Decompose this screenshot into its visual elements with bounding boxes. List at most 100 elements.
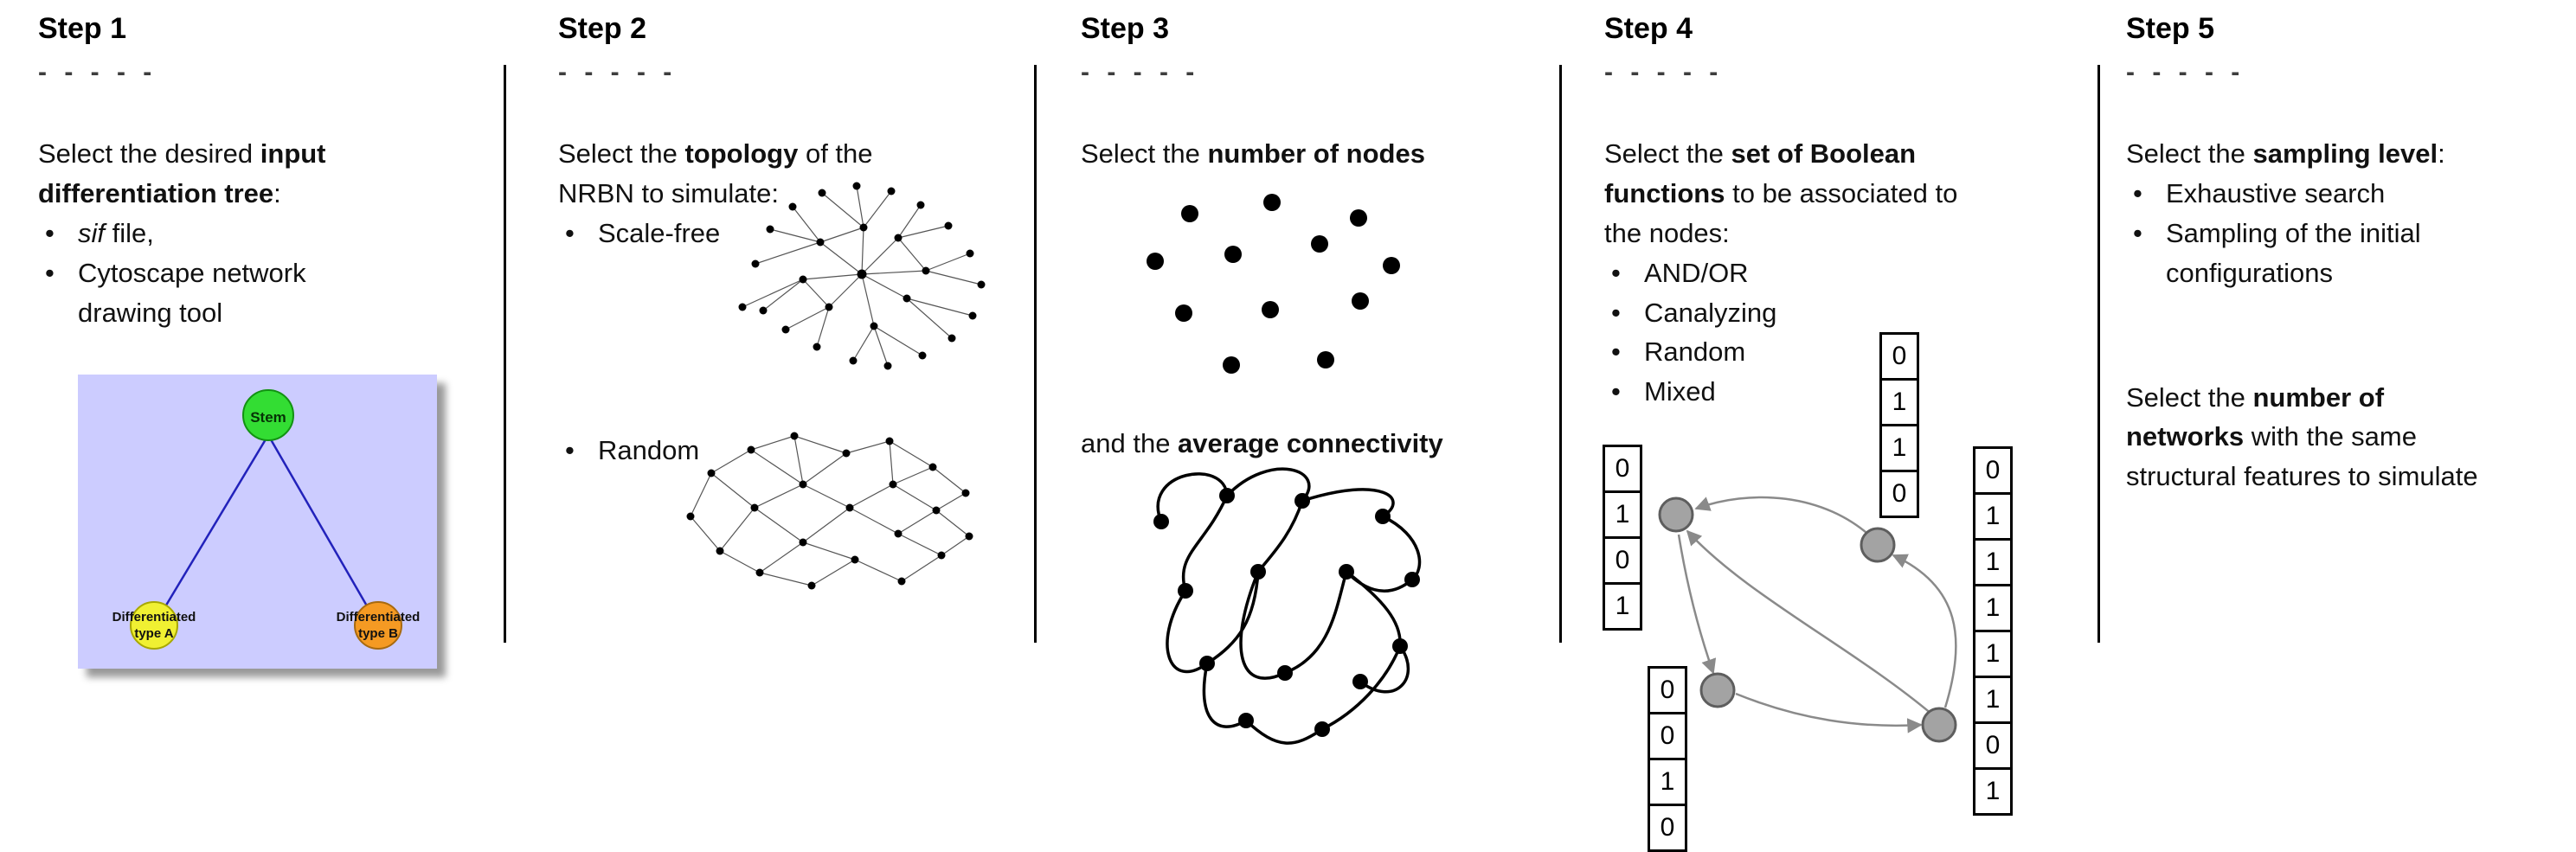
bullet-marker: • (45, 257, 55, 288)
connectivity-network-illustration (1153, 467, 1422, 745)
step4-column: Step 4 - - - - - Select the set of Boole… (1604, 12, 2020, 412)
bullet-label: Random (1644, 336, 1746, 368)
step3-dashes: - - - - - (1081, 58, 1200, 86)
truth-table-cell: 1 (1973, 630, 2013, 678)
step2-bullet-scale-free: • Scale-free (558, 214, 991, 253)
step4-bullet-canalyzing: • Canalyzing (1604, 293, 2020, 333)
truth-table-cell: 1 (1603, 582, 1642, 631)
differentiated-b-label-line1: Differentiated (337, 610, 421, 625)
differentiation-tree-figure: Stem Differentiated type A Differentiate… (78, 375, 437, 669)
bullet-label: sif file, (78, 217, 154, 248)
truth-table-cell: 0 (1973, 721, 2013, 770)
step2-bullet-random: • Random (558, 431, 991, 471)
boolean-network-graph (1658, 496, 1957, 743)
connectivity-edges (1156, 467, 1422, 745)
tree-edges (152, 434, 380, 626)
bullet-marker: • (1611, 376, 1621, 407)
network-node (1860, 527, 1896, 563)
scale-free-nodes (738, 182, 986, 370)
step3-connectivity-text: and the average connectivity (1081, 428, 1443, 458)
bullet-label: Random (598, 434, 700, 465)
truth-table-cell: 0 (1603, 445, 1642, 493)
nodes-scatter-illustration (1147, 194, 1400, 374)
step5-title: Step 5 (2126, 12, 2215, 45)
truth-table-cell: 0 (1603, 536, 1642, 585)
step4-bullet-random: • Random (1604, 332, 2020, 372)
step1-title: Step 1 (38, 12, 127, 45)
network-node (1699, 672, 1736, 708)
step3-column: Step 3 - - - - - Select the number of no… (1081, 12, 1565, 174)
bullet-marker: • (1611, 336, 1621, 368)
step4-dashes: - - - - - (1604, 58, 1724, 86)
step5-bullet-exhaustive: • Exhaustive search (2126, 174, 2559, 214)
step1-dashes: - - - - - (38, 58, 157, 86)
step3-title: Step 3 (1081, 12, 1170, 45)
stem-node-label: Stem (250, 409, 286, 426)
truth-table-cell: 1 (1648, 758, 1687, 806)
scale-free-network-illustration (738, 182, 986, 370)
random-network-nodes (686, 432, 973, 590)
scatter-nodes (1147, 194, 1400, 374)
bullet-marker: • (45, 217, 55, 248)
column-divider (504, 65, 506, 643)
differentiated-b-label-line2: type B (358, 626, 398, 641)
truth-table-cell: 0 (1973, 446, 2013, 495)
bullet-label: Scale-free (598, 217, 721, 248)
step1-bullet-sif: • sif file, (38, 214, 453, 253)
stem-node (242, 389, 294, 441)
step5-dashes: - - - - - (2126, 58, 2245, 86)
step5-intro: Select the sampling level: (2126, 138, 2445, 169)
step3-intro: Select the number of nodes (1081, 138, 1425, 169)
network-node (1658, 496, 1694, 533)
bullet-label: Exhaustive search (2166, 177, 2386, 208)
step4-title: Step 4 (1604, 12, 1693, 45)
truth-table-cell: 1 (1879, 424, 1919, 472)
step1-column: Step 1 - - - - - Select the desired inpu… (38, 12, 453, 332)
truth-table-cell: 1 (1973, 676, 2013, 724)
step2-column: Step 2 - - - - - Select the topology of … (558, 12, 991, 471)
truth-table-cell: 1 (1603, 490, 1642, 539)
bullet-label: AND/OR (1644, 257, 1749, 288)
random-network-edges (690, 435, 970, 586)
bullet-label: Mixed (1644, 376, 1716, 407)
step5-column: Step 5 - - - - - Select the sampling lev… (2126, 12, 2559, 496)
differentiated-b-node (354, 601, 402, 650)
bullet-marker: • (1611, 297, 1621, 328)
network-edges (1677, 496, 1957, 733)
step2-dashes: - - - - - (558, 58, 678, 86)
bullet-label: Canalyzing (1644, 297, 1777, 328)
column-divider (2097, 65, 2100, 643)
bullet-marker: • (2133, 217, 2142, 248)
bullet-marker: • (565, 217, 575, 248)
truth-table-cell: 1 (1879, 378, 1919, 426)
network-node (1921, 707, 1957, 743)
differentiated-a-node (130, 601, 178, 650)
column-divider (1559, 65, 1562, 643)
truth-table-cell: 1 (1973, 538, 2013, 586)
truth-table-cell: 1 (1973, 492, 2013, 541)
truth-table-cell: 0 (1648, 804, 1687, 852)
truth-table-cell: 1 (1973, 584, 2013, 632)
truth-table-cell: 0 (1648, 666, 1687, 714)
truth-table-cell: 0 (1648, 712, 1687, 760)
network-nodes (1658, 496, 1957, 743)
truth-table-cell: 0 (1879, 470, 1919, 518)
step4-bullet-andor: • AND/OR (1604, 253, 2020, 293)
bullet-marker: • (2133, 177, 2142, 208)
random-network-illustration (686, 432, 973, 590)
scale-free-edges (742, 185, 982, 367)
bullet-marker: • (1611, 257, 1621, 288)
truth-table-cell: 0 (1879, 332, 1919, 381)
bullet-marker: • (565, 434, 575, 465)
